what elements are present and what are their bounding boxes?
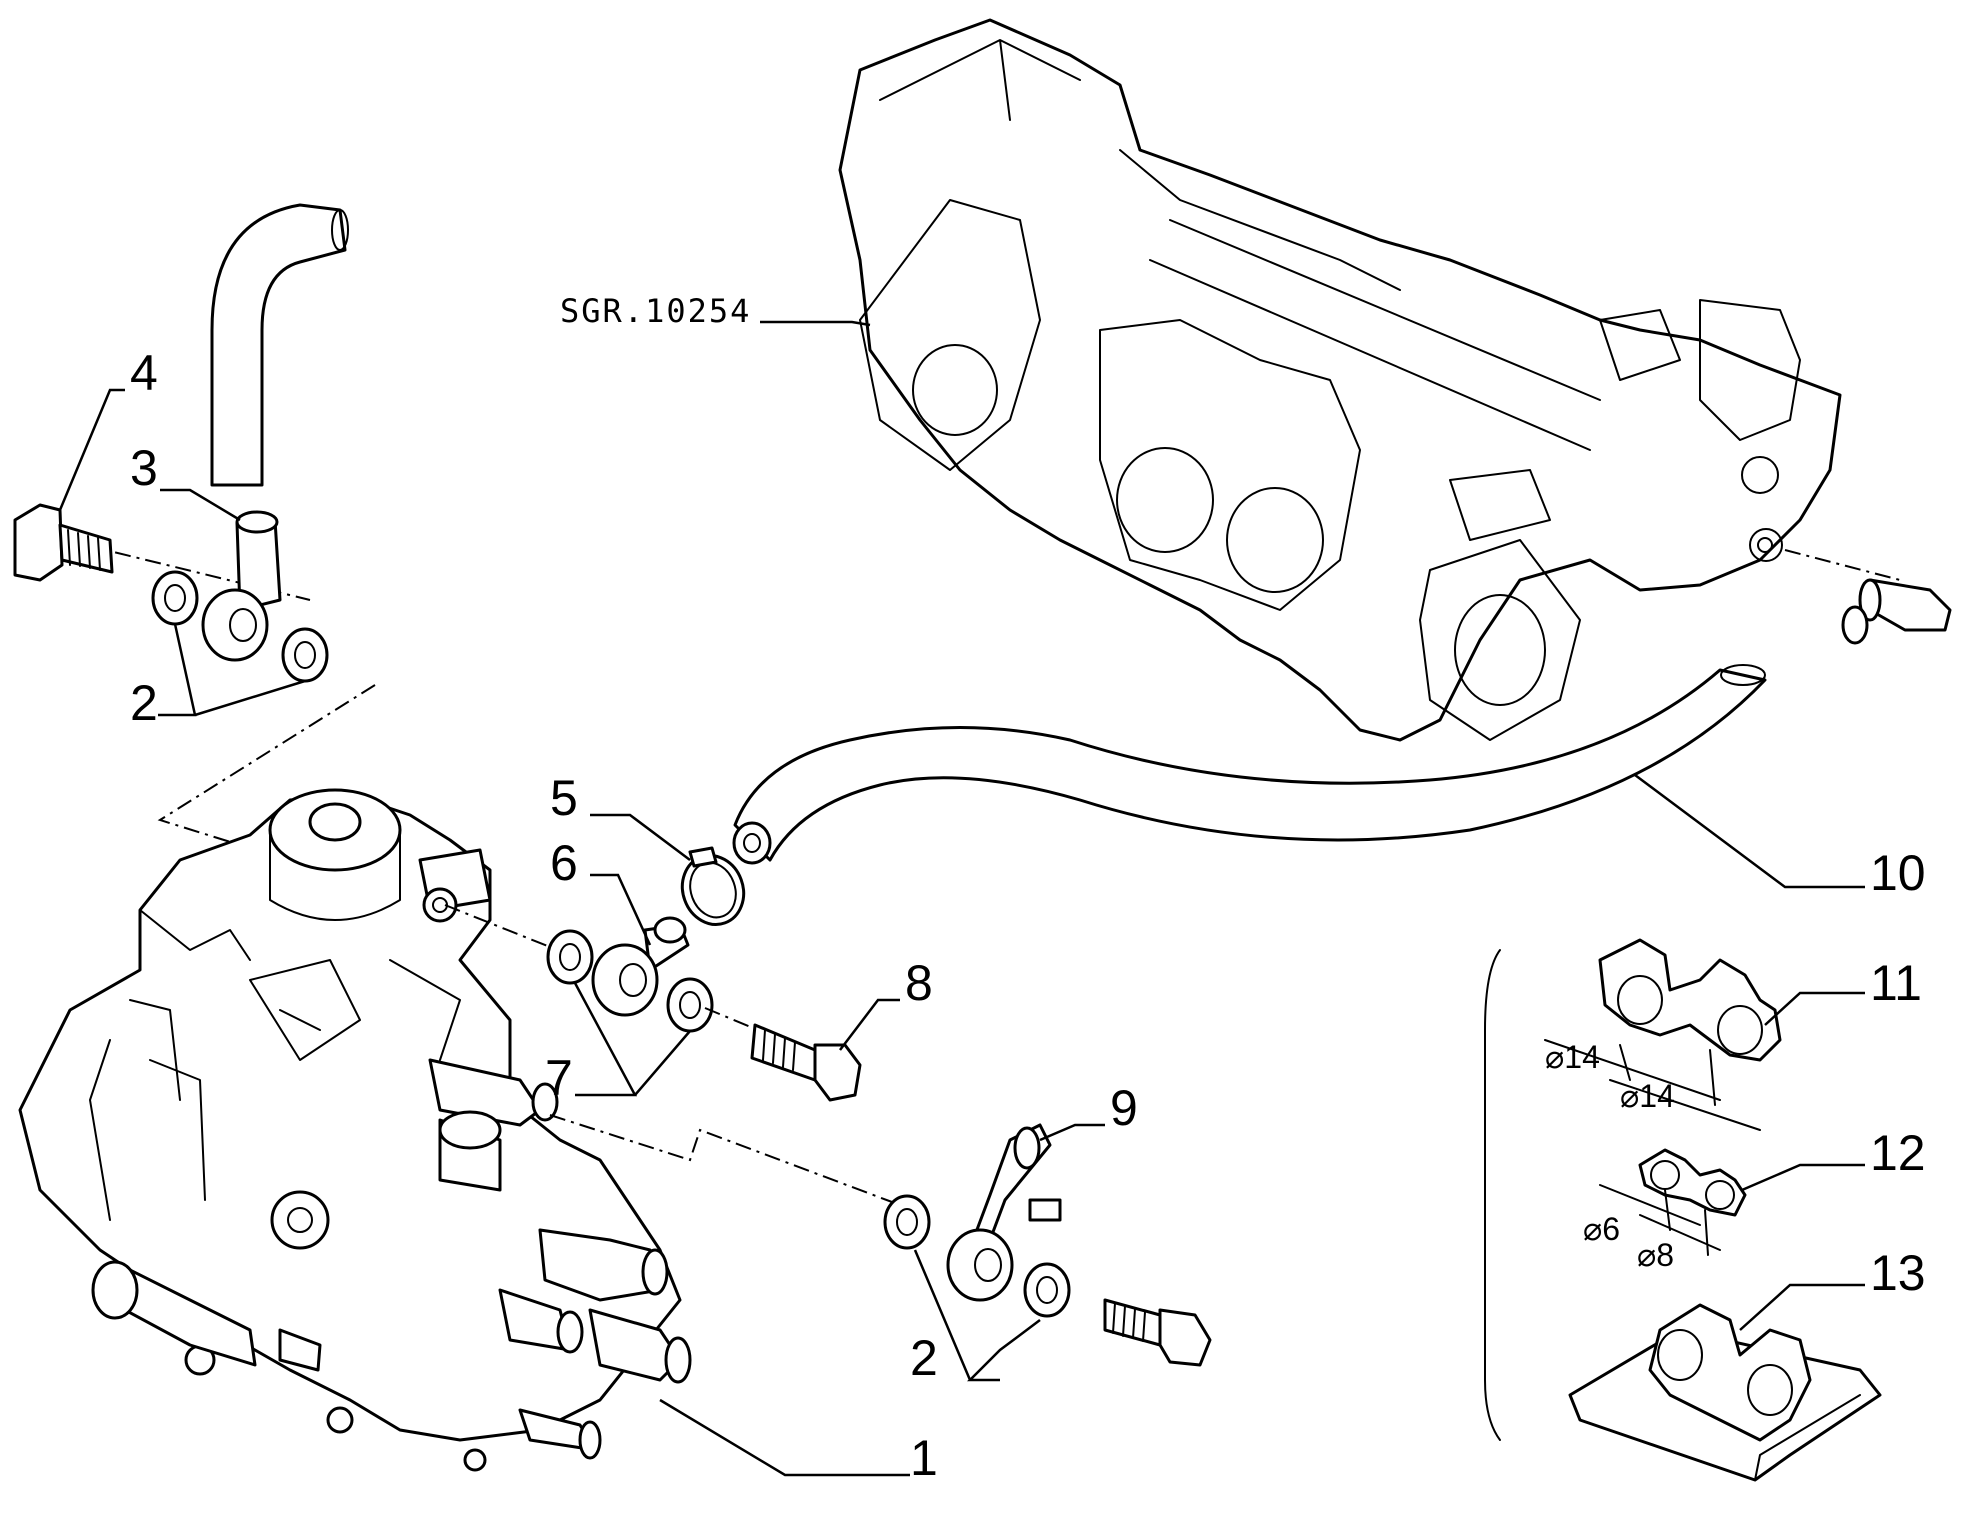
callout-2a: 2 [130,675,158,731]
callout-11: 11 [1870,955,1922,1011]
drawing-reference: SGR.10254 [560,292,751,330]
callout-5: 5 [550,770,578,826]
hose-clips-panel [1484,938,1882,1482]
callout-13: 13 [1870,1245,1926,1301]
upper-left-fittings [13,503,376,846]
callout-1: 1 [910,1430,938,1486]
manifold-fitting [1784,549,1952,645]
callout-3: 3 [130,440,158,496]
callout-2b: 2 [910,1330,938,1386]
callout-10: 10 [1870,845,1926,901]
dimension-clip12-b: ⌀8 [1637,1237,1674,1273]
intake-manifold [838,18,1842,742]
injection-pump [18,788,692,1472]
alignment-line-lower [549,1114,901,1206]
callout-4: 4 [130,345,158,401]
lower-fittings [883,1123,1212,1367]
callout-6: 6 [550,835,578,891]
callout-7: 7 [545,1050,573,1106]
callout-12: 12 [1870,1125,1926,1181]
dimension-clip11-a: ⌀14 [1545,1039,1600,1075]
dimension-clip12-a: ⌀6 [1583,1211,1620,1247]
callout-9: 9 [1110,1080,1138,1136]
dimension-clip11-b: ⌀14 [1620,1078,1675,1114]
alignment-line-middle [444,904,571,956]
callout-8: 8 [905,955,933,1011]
middle-fittings [546,846,862,1102]
vacuum-hose-upper [210,203,347,487]
leader-lines [58,320,1865,1477]
vacuum-hose-10 [733,668,1767,862]
